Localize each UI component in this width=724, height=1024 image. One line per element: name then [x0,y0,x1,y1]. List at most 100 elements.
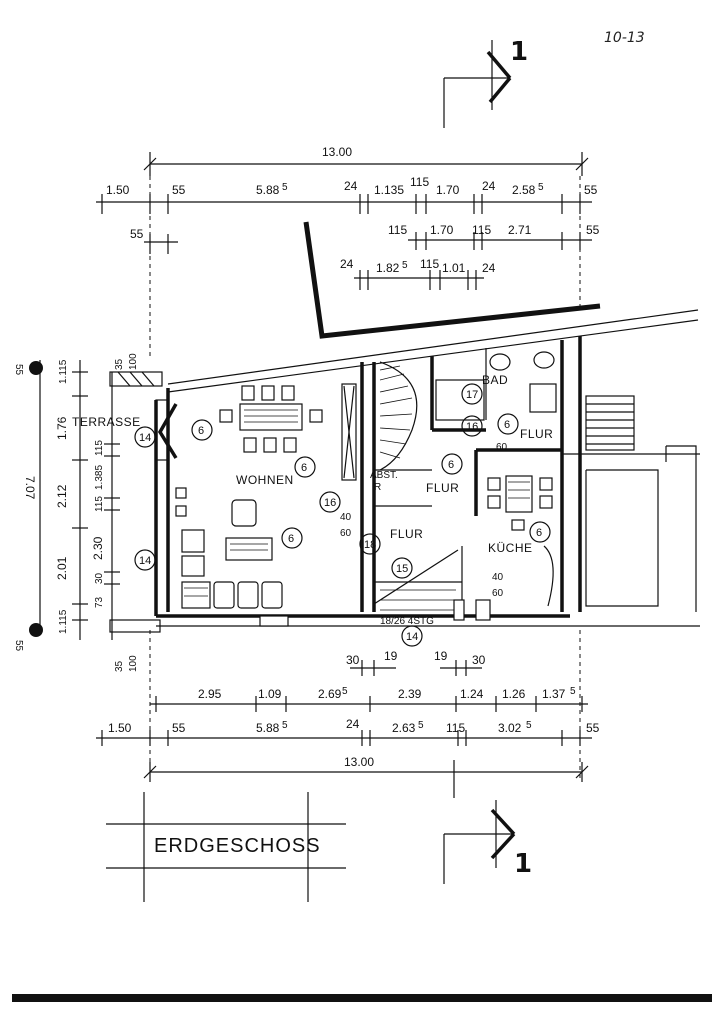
marker-label: 15 [396,563,408,575]
room-label-flur-a: FLUR [426,481,459,495]
page-number: 10-13 [604,30,645,46]
dimension-overall-top: 13.00 [143,145,589,176]
dim-text: 1.01 [442,261,466,275]
dimension-row-bottom-2: 2.95 1.09 2.69 5 2.39 1.24 1.26 1.37 5 [150,686,588,712]
marker-label: 6 [536,527,542,539]
dim-text: 55 [584,183,598,197]
dim-text: 55 [172,183,186,197]
stair-spec: 18/26 4STG [380,616,434,627]
marker-label: 14 [139,555,151,567]
furniture-bath [435,351,557,421]
room-label-bad: BAD [482,373,508,387]
dim-text: 100 [128,655,139,672]
dim-text: 1.09 [258,687,282,701]
drawing-title: ERDGESCHOSS [154,835,321,857]
dim-text: 1.50 [106,183,130,197]
dim-text: 115 [388,223,407,237]
dim-text: 1.50 [108,721,132,735]
furniture-kitchen [453,475,554,621]
dim-text: 5 [282,720,288,731]
room-label-terrasse: TERRASSE [72,415,141,429]
dimension-row-bottom-3: 1.50 55 5.88 5 24 2.63 5 115 3.02 5 55 [96,717,600,746]
section-number-top: 1 [510,37,528,67]
marker-label: 17 [466,389,478,401]
dim-text: 55 [13,640,24,652]
dim-text: 55 [586,721,600,735]
dim-text: 2.63 [392,721,416,735]
marker-label: 6 [504,419,510,431]
annotation-60: 60 [496,442,508,453]
extension-lines [149,176,581,780]
title-block: ERDGESCHOSS [106,792,346,902]
dimension-row-top-3: 24 1.82 5 115 1.01 24 [340,257,496,290]
dim-text: 24 [344,179,358,193]
dim-text: 24 [340,257,354,271]
neighbour-right [562,395,700,612]
dim-text: 1.70 [436,183,460,197]
dim-text: 2.12 [55,484,69,508]
room-label-flur-c: FLUR [520,427,553,441]
dim-text: 24 [482,179,496,193]
dim-text: 2.01 [55,556,69,580]
dim-text: 2.39 [398,687,422,701]
dim-text: 35 [114,660,125,672]
dim-left-total: 7.07 [23,476,37,500]
room-label-kueche: KÜCHE [488,541,533,555]
marker-label: 6 [301,462,307,474]
dimension-left: 1.115 1.76 2.12 2.01 1.115 115 1.385 115… [13,353,139,672]
marker-label: 6 [198,425,204,437]
dim-text: 115 [94,496,105,512]
marker-label: 6 [448,459,454,471]
dim-text: 35 [114,358,125,370]
room-label-flur-b: FLUR [390,527,423,541]
dim-text: 1.70 [430,223,454,237]
annotation-40: 40 [492,572,504,583]
dim-text: 19 [434,649,448,663]
dim-text: 24 [482,261,496,275]
dim-text: 30 [94,572,105,584]
neighbour-edge [303,221,601,339]
dim-text: 115 [420,257,439,271]
dim-text: 5 [342,686,348,697]
marker-label: 14 [139,432,151,444]
furniture-living [175,385,323,627]
marker-label: 6 [288,533,294,545]
dim-text: 1.115 [58,359,69,384]
dim-text: 2.30 [91,536,105,560]
dim-text: 2.69 [318,687,342,701]
dim-text: 30 [472,653,486,667]
dim-text: 3.02 [498,721,522,735]
dim-text: 55 [130,227,144,241]
dimension-row-top-2: 55 115 1.70 115 2.71 55 [130,223,600,254]
dim-text: 1.26 [502,687,526,701]
dim-text: 73 [94,596,105,608]
dim-text: 5 [570,686,576,697]
staircase [341,361,459,611]
dim-text: 55 [13,364,24,376]
terrace-walls [109,371,178,633]
annotation-60: 60 [340,528,352,539]
marker-circles: 14 14 14 6 6 6 6 6 6 16 18 15 17 16 [134,383,551,647]
dimension-row-bottom-1: 30 19 19 30 [346,649,486,676]
dim-text: 5 [282,182,288,193]
marker-label: 16 [324,497,336,509]
marker-label: 18 [364,539,376,551]
room-label-abst: ABST. [370,470,398,481]
dim-text: 5.88 [256,183,280,197]
dim-text: 100 [128,353,139,370]
room-label-wohnen: WOHNEN [236,473,294,487]
dim-text: 115 [94,440,105,456]
page-border-bottom [12,994,712,1002]
dim-text: 24 [346,717,360,731]
dim-text: 30 [346,653,360,667]
annotation-60: 60 [492,588,504,599]
dim-text: 1.385 [94,465,105,490]
dim-text: 115 [410,175,429,189]
dim-text: 5.88 [256,721,280,735]
dim-text: 55 [586,223,600,237]
dim-overall-bottom-text: 13.00 [344,755,374,769]
dim-text: 115 [446,721,465,735]
dim-text: 5 [538,182,544,193]
dim-text: 1.115 [58,609,69,634]
